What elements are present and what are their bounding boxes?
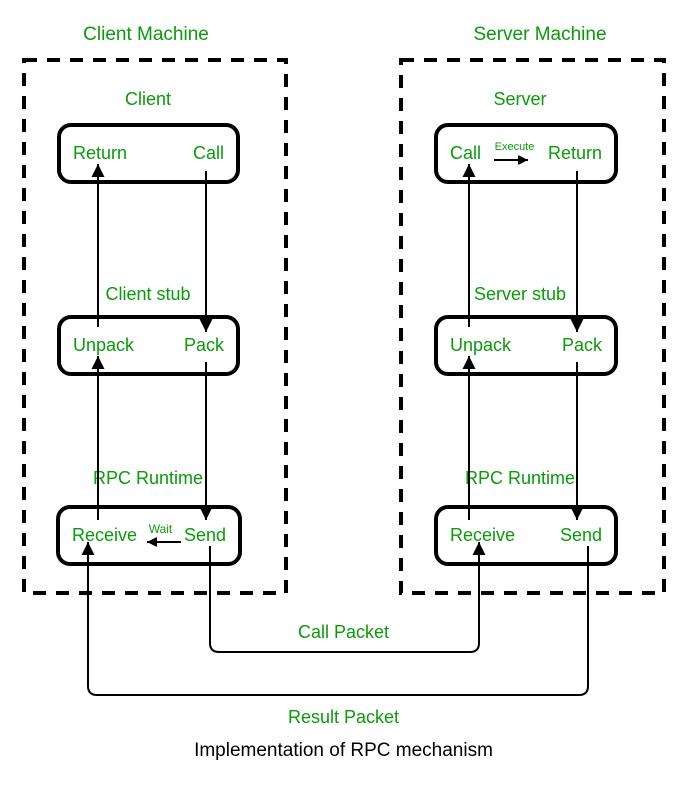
server-node: Call Execute Return (434, 123, 618, 184)
client-pack-label: Pack (183, 335, 224, 355)
client-stub-node: Unpack Pack (57, 315, 240, 376)
server-machine-title: Server Machine (473, 24, 607, 45)
wait-label: Wait (148, 522, 173, 536)
client-send-label: Send (183, 525, 226, 545)
server-pack-label: Pack (561, 335, 602, 355)
execute-annotation: Execute (492, 142, 536, 165)
client-return-label: Return (73, 143, 128, 163)
client-machine-title: Client Machine (83, 24, 209, 45)
wait-annotation: Wait (137, 522, 183, 547)
client-layer-title: Client (124, 89, 172, 109)
result-packet-label: Result Packet (287, 707, 400, 727)
client-node: Return Call (57, 123, 240, 184)
client-unpack-label: Unpack (73, 335, 135, 355)
client-rpc-runtime-title: RPC Runtime (92, 468, 204, 488)
server-stub-node: Unpack Pack (434, 315, 618, 376)
server-rpc-runtime-title: RPC Runtime (464, 468, 576, 488)
server-stub-layer-title: Server stub (473, 284, 567, 304)
server-layer-title: Server (493, 89, 547, 109)
client-call-label: Call (192, 143, 224, 163)
client-stub-layer-title: Client stub (105, 284, 191, 304)
server-send-label: Send (559, 525, 602, 545)
server-rpc-runtime-node: Receive Send (434, 505, 618, 566)
server-call-label: Call (450, 143, 482, 163)
server-unpack-label: Unpack (450, 335, 512, 355)
diagram-caption: Implementation of RPC mechanism (194, 740, 493, 761)
server-return-label: Return (547, 143, 602, 163)
execute-label: Execute (494, 141, 535, 153)
wait-arrow-icon (147, 537, 182, 547)
server-receive-label: Receive (450, 525, 516, 545)
execute-arrow-icon (494, 155, 529, 165)
call-packet-label: Call Packet (297, 622, 390, 642)
client-rpc-runtime-node: Receive Wait Send (56, 505, 242, 566)
client-receive-label: Receive (72, 525, 138, 545)
